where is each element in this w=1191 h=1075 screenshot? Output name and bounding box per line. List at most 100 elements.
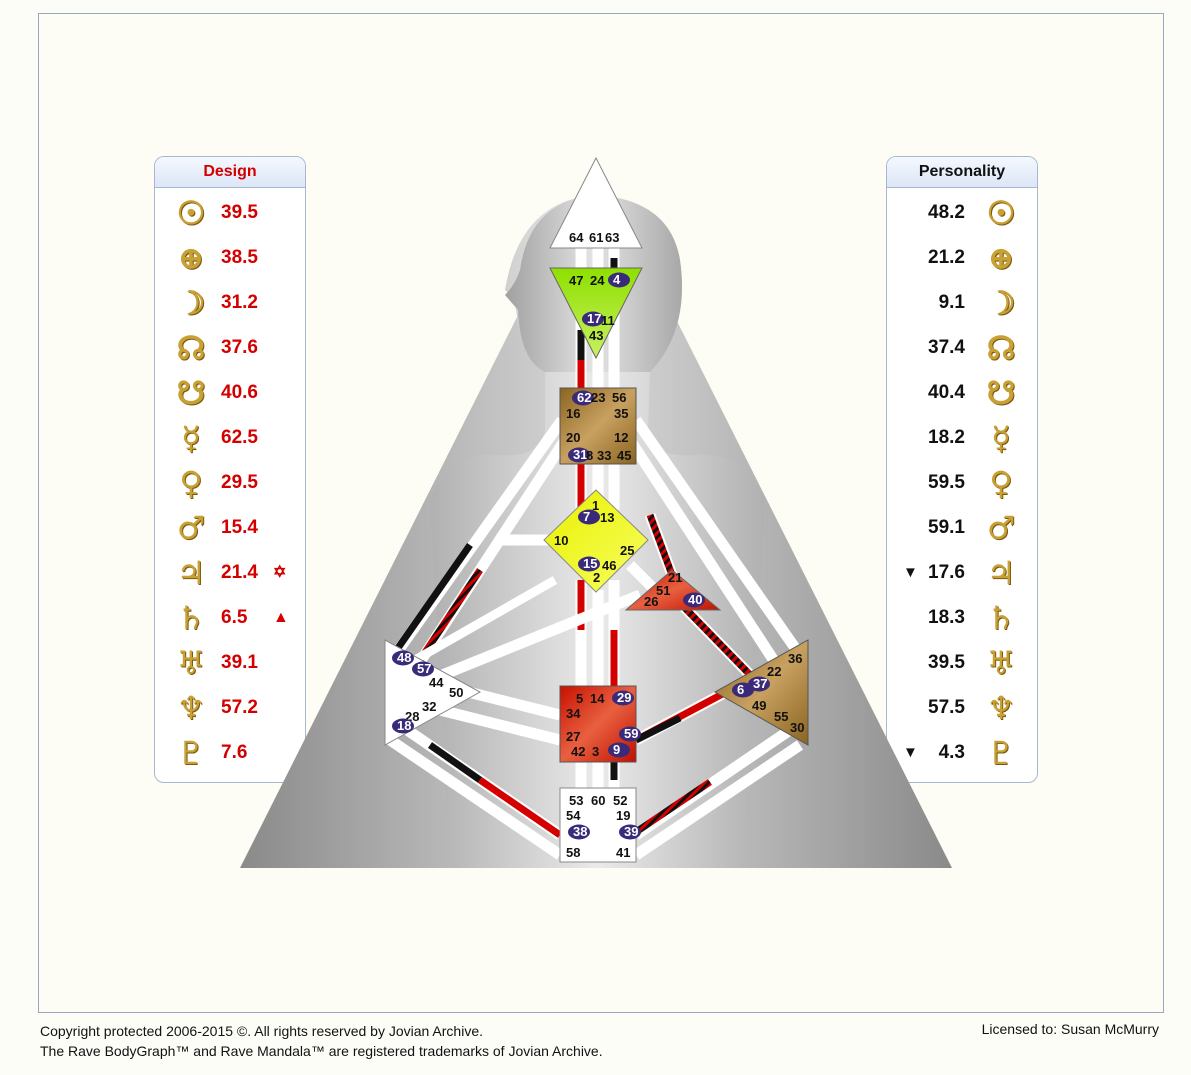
gate-number: 36 — [788, 651, 802, 666]
gate-number: 41 — [616, 845, 630, 860]
personality-value: 39.5 — [928, 652, 965, 673]
gate-number: 5 — [576, 691, 583, 706]
gate-number: 32 — [422, 699, 436, 714]
gate-badge — [568, 447, 590, 463]
design-row: ♃21.4✡ — [155, 553, 305, 593]
mars-icon: ♂ — [176, 509, 206, 547]
personality-value: 48.2 — [928, 202, 965, 223]
neptune-icon: ♆ — [176, 689, 206, 727]
design-value: 31.2 — [221, 292, 258, 313]
personality-row: ☋40.4 — [887, 373, 1037, 413]
design-row: ♆57.2 — [155, 688, 305, 728]
gate-number: 61 — [589, 230, 603, 245]
sun-icon: ☉ — [176, 194, 206, 232]
gate-number: 7 — [583, 509, 590, 524]
gate-badge — [572, 390, 594, 406]
root-center — [559, 787, 637, 863]
gate-number: 26 — [644, 594, 658, 609]
solar-plexus-center — [713, 639, 809, 746]
gate-number: 1 — [592, 498, 599, 513]
saturn-icon: ♄ — [986, 599, 1016, 637]
design-mark: ▲ — [273, 609, 289, 626]
design-mark: ✡ — [273, 564, 287, 581]
gate-number: 40 — [688, 592, 702, 607]
design-value: 7.6 — [221, 742, 248, 763]
jupiter-icon: ♃ — [986, 554, 1016, 592]
design-row: ☋ 40.6 — [155, 373, 305, 413]
design-value: 40.6 — [221, 382, 258, 403]
south-node-icon: ☋ — [176, 374, 206, 412]
gate-badge — [412, 661, 434, 677]
gate-number: 17 — [587, 311, 601, 326]
mercury-icon: ☿ — [991, 419, 1011, 457]
personality-value: 21.2 — [928, 247, 965, 268]
gate-number: 19 — [616, 808, 630, 823]
north-node-icon: ☊ — [176, 329, 206, 367]
gate-number: 47 — [569, 273, 583, 288]
design-panel: Design ☉39.5⊕38.5☽31.2☊37.6☋40.6☿62.5♀29… — [154, 156, 306, 783]
gate-number: 45 — [617, 448, 631, 463]
design-row: ☿ 62.5 — [155, 418, 305, 458]
gate-number: 6 — [737, 682, 744, 697]
personality-title: Personality — [887, 157, 1037, 188]
gate-number: 31 — [573, 447, 587, 462]
personality-value: 57.5 — [928, 697, 965, 718]
personality-row: ☽9.1 — [887, 283, 1037, 323]
copyright-line: Copyright protected 2006-2015 ©. All rig… — [40, 1023, 483, 1039]
venus-icon: ♀ — [989, 464, 1013, 502]
gate-number: 55 — [774, 709, 788, 724]
personality-mark: ▼ — [903, 564, 918, 581]
gate-number: 44 — [429, 675, 444, 690]
design-value: 37.6 — [221, 337, 258, 358]
gate-number: 43 — [589, 328, 603, 343]
gate-number: 54 — [566, 808, 581, 823]
mercury-icon: ☿ — [181, 419, 201, 457]
design-value: 62.5 — [221, 427, 258, 448]
head-center — [549, 156, 643, 249]
gate-number: 12 — [614, 430, 628, 445]
gate-number: 50 — [449, 685, 463, 700]
gate-number: 10 — [554, 533, 568, 548]
design-row: ♇7.6 — [155, 733, 305, 773]
personality-row: ♀59.5 — [887, 463, 1037, 503]
gate-badge — [683, 592, 705, 608]
personality-row: ♅ 39.5 — [887, 643, 1037, 683]
design-title: Design — [155, 157, 305, 188]
gate-number: 49 — [752, 698, 766, 713]
gate-badge — [612, 690, 634, 706]
moon-icon: ☽ — [176, 284, 206, 322]
uranus-icon: ♅ — [986, 644, 1016, 682]
gate-number: 46 — [602, 558, 616, 573]
personality-row: ♃ 17.6 ▼ — [887, 553, 1037, 593]
gate-number: 38 — [573, 824, 587, 839]
personality-value: 9.1 — [938, 292, 965, 313]
gate-number: 20 — [566, 430, 580, 445]
gate-number: 22 — [767, 664, 781, 679]
gate-number: 27 — [566, 729, 580, 744]
gate-number: 21 — [668, 570, 682, 585]
gate-number: 29 — [617, 690, 631, 705]
gate-number: 8 — [586, 448, 593, 463]
gate-number: 34 — [566, 706, 581, 721]
personality-value: 17.6 — [928, 562, 965, 583]
gate-number: 62 — [577, 390, 591, 405]
personality-row: ☊37.4 — [887, 328, 1037, 368]
venus-icon: ♀ — [179, 464, 203, 502]
gate-number: 11 — [601, 313, 615, 328]
north-node-icon: ☊ — [986, 329, 1016, 367]
license-label: Licensed to: Susan McMurry — [981, 1021, 1159, 1037]
gate-number: 23 — [591, 390, 605, 405]
personality-row: ☿18.2 — [887, 418, 1037, 458]
gate-badge — [608, 272, 630, 288]
gate-number: 33 — [597, 448, 611, 463]
design-value: 6.5 — [221, 607, 248, 628]
gate-badge — [748, 676, 770, 692]
gate-number: 53 — [569, 793, 583, 808]
gate-number: 63 — [605, 230, 619, 245]
design-row: ♄6.5▲ — [155, 598, 305, 638]
gate-number: 13 — [600, 510, 614, 525]
gate-badge — [392, 718, 414, 734]
gate-number: 60 — [591, 793, 605, 808]
design-value: 38.5 — [221, 247, 258, 268]
gate-number: 59 — [624, 726, 638, 741]
